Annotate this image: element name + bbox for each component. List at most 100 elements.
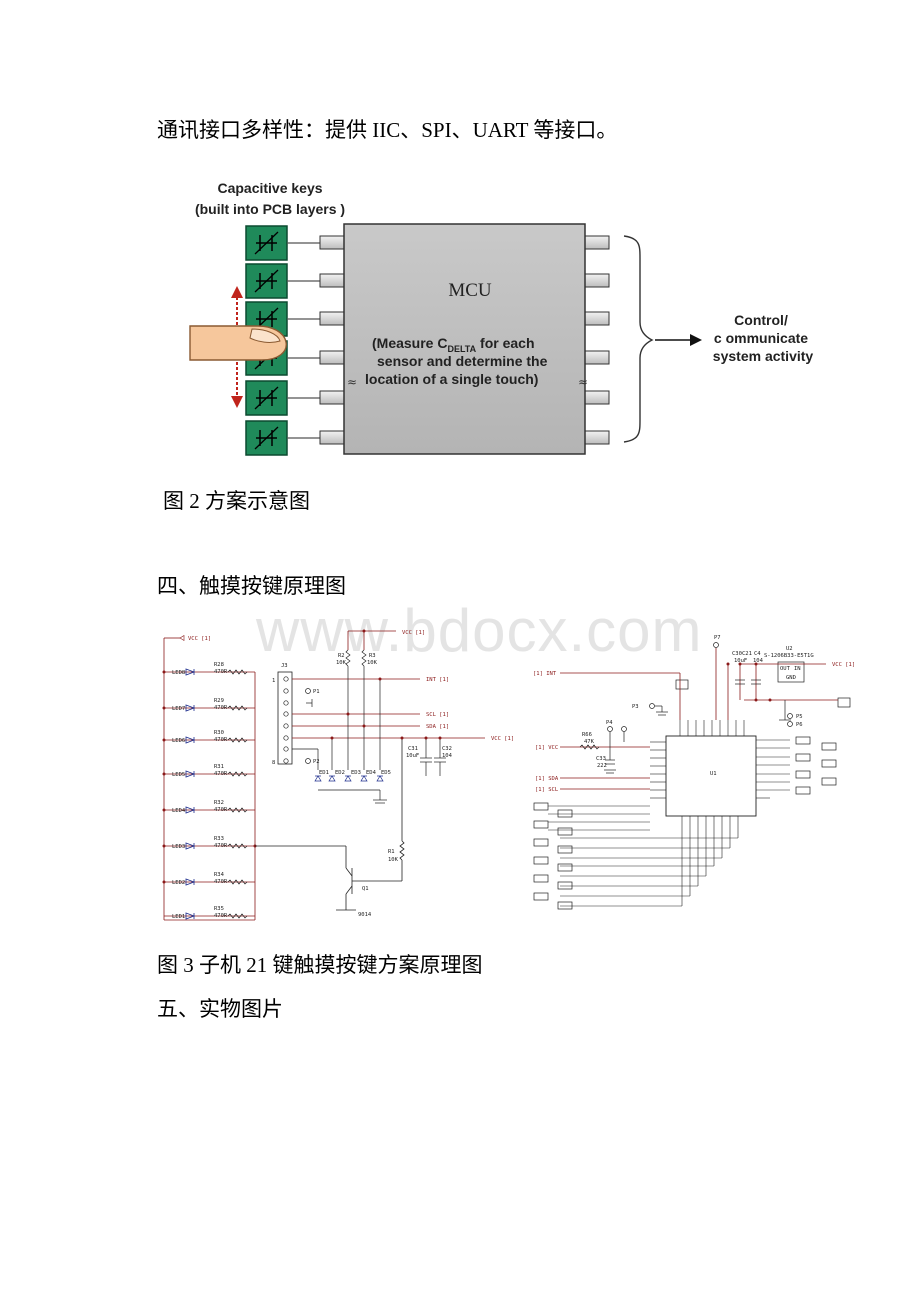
p1-label: P1 — [313, 689, 320, 695]
u2-in: IN — [794, 666, 801, 672]
break-mark-right: ≈ — [578, 375, 588, 389]
break-mark-left: ≈ — [347, 375, 357, 389]
led-label: LED3 — [172, 844, 185, 850]
q1-value: 9014 — [358, 912, 372, 918]
p3-label: P3 — [632, 704, 639, 710]
mcu-desc-2: sensor and determine the — [377, 353, 548, 369]
figure-2-caption: 图 2 方案示意图 — [163, 489, 310, 513]
r2-value: 10K — [336, 660, 347, 666]
u2-value: S-1206B33-E5T1G — [764, 653, 814, 659]
led-label: LED4 — [172, 808, 186, 814]
resistor-value: 470R — [214, 879, 228, 885]
output-label-2: c ommunicate — [714, 330, 808, 346]
net-int-left: [1] INT — [533, 671, 557, 677]
output-label-1: Control/ — [734, 312, 788, 328]
vcc-far-right-label: VCC [1] — [832, 662, 855, 668]
resistor-value: 470R — [214, 807, 228, 813]
intro-line: 通讯接口多样性：提供 IIC、SPI、UART 等接口。 — [157, 118, 618, 142]
r66-label: R66 — [582, 732, 592, 738]
p6-label: P6 — [796, 722, 803, 728]
c32-value: 104 — [442, 753, 453, 759]
resistor-label: R33 — [214, 836, 224, 842]
keys-title-1: Capacitive keys — [217, 180, 322, 196]
net-scl: SCL [1] — [426, 712, 449, 718]
c30-value: 10uF — [734, 658, 747, 664]
resistor-label: R35 — [214, 906, 224, 912]
resistor-label: R28 — [214, 662, 224, 668]
resistor-value: 470R — [214, 843, 228, 849]
esd-label: ED5 — [381, 770, 391, 776]
led-label: LED8 — [172, 670, 185, 676]
p2-label: P2 — [313, 759, 320, 765]
u2-label: U2 — [786, 646, 793, 652]
net-scl-left: [1] SCL — [535, 787, 559, 793]
u1-label: U1 — [710, 771, 717, 777]
resistor-label: R34 — [214, 872, 225, 878]
c4-label: C4 — [754, 651, 761, 657]
u2-out: OUT — [780, 666, 791, 672]
c33-value: 222 — [597, 763, 607, 769]
finger-image — [189, 325, 287, 361]
figure-3-caption: 图 3 子机 21 键触摸按键方案原理图 — [157, 953, 483, 977]
section-4-heading: 四、触摸按键原理图 — [157, 574, 346, 598]
r1-label: R1 — [388, 849, 395, 855]
p5-label: P5 — [796, 714, 803, 720]
resistor-value: 470R — [214, 737, 228, 743]
c31-label: C31 — [408, 746, 418, 752]
output-brace — [623, 235, 654, 443]
mcu-desc-1: (Measure CDELTA for each — [372, 335, 535, 354]
mcu-chip — [343, 223, 586, 455]
resistor-value: 470R — [214, 669, 228, 675]
led-label: LED6 — [172, 738, 185, 744]
q1-label: Q1 — [362, 886, 369, 892]
j3-pin1: 1 — [272, 678, 275, 684]
vcc-top-label: VCC [1] — [402, 630, 425, 636]
keys-title-2: (built into PCB layers ) — [195, 201, 345, 217]
mcu-desc-3: location of a single touch) — [365, 371, 538, 387]
p4-label: P4 — [606, 720, 613, 726]
led-label: LED5 — [172, 772, 185, 778]
resistor-label: R32 — [214, 800, 224, 806]
c31-value: 10uF — [406, 753, 419, 759]
net-vcc-left: [1] VCC — [535, 745, 558, 751]
led-label: LED7 — [172, 706, 185, 712]
r2-label: R2 — [338, 653, 345, 659]
net-sda: SDA [1] — [426, 724, 449, 730]
resistor-label: R29 — [214, 698, 224, 704]
r3-label: R3 — [369, 653, 376, 659]
led-label: LED1 — [172, 914, 185, 920]
c32-label: C32 — [442, 746, 452, 752]
watermark: www.bdocx.com — [256, 597, 703, 664]
resistor-value: 470R — [214, 705, 228, 711]
r1-value: 10K — [388, 857, 399, 863]
output-label-3: system activity — [713, 348, 814, 364]
u1-chip — [665, 735, 757, 817]
c4-value: 104 — [753, 658, 764, 664]
esd-label: ED2 — [335, 770, 345, 776]
j3-pin8: 8 — [272, 760, 275, 766]
vcc-right-label: VCC [1] — [491, 736, 514, 742]
vcc-left-label: VCC [1] — [188, 636, 211, 642]
net-int: INT [1] — [426, 677, 449, 683]
resistor-label: R31 — [214, 764, 224, 770]
j3-label: J3 — [281, 663, 288, 669]
esd-label: ED4 — [366, 770, 377, 776]
c30-label: C30 — [732, 651, 742, 657]
r66-value: 47K — [584, 739, 595, 745]
r3-value: 10K — [367, 660, 378, 666]
resistor-value: 470R — [214, 913, 228, 919]
led-label: LED2 — [172, 880, 185, 886]
net-sda-left: [1] SDA — [535, 776, 559, 782]
section-5-heading: 五、实物图片 — [157, 997, 283, 1021]
resistor-value: 470R — [214, 771, 228, 777]
esd-label: ED1 — [319, 770, 329, 776]
p7-label: P7 — [714, 635, 721, 641]
c33-label: C33 — [596, 756, 606, 762]
esd-label: ED3 — [351, 770, 361, 776]
mcu-label: MCU — [448, 280, 492, 301]
c21-label: C21 — [742, 651, 752, 657]
u2-gnd: GND — [786, 675, 796, 681]
resistor-label: R30 — [214, 730, 224, 736]
